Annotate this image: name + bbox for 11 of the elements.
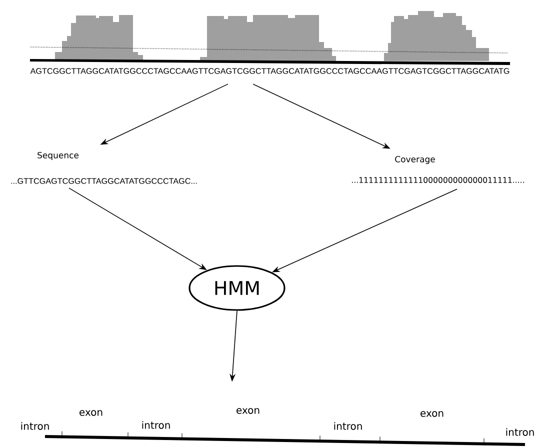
region-label: exon bbox=[236, 408, 260, 414]
region-label: intron bbox=[334, 422, 362, 430]
region-label: exon bbox=[420, 411, 444, 417]
region-label: intron bbox=[142, 421, 170, 429]
heading: Sequence bbox=[38, 152, 79, 160]
heading: Coverage bbox=[395, 156, 435, 164]
sequence-text: ...GTTCGAGTCGGCTTAGGCATATGGCCCTAGC... bbox=[11, 178, 197, 184]
sequence-text: AGTCGGCTTAGGCATATGGCCCTAGCCAAGTTCGAGTCGGCTTAGGCATATGGCCCTAGCCAAGTTCGAGTCGGCTTAGGCATATG bbox=[30, 68, 510, 74]
region-label: intron bbox=[21, 422, 49, 430]
region-label: exon bbox=[80, 410, 102, 416]
region-label: intron bbox=[506, 428, 534, 436]
